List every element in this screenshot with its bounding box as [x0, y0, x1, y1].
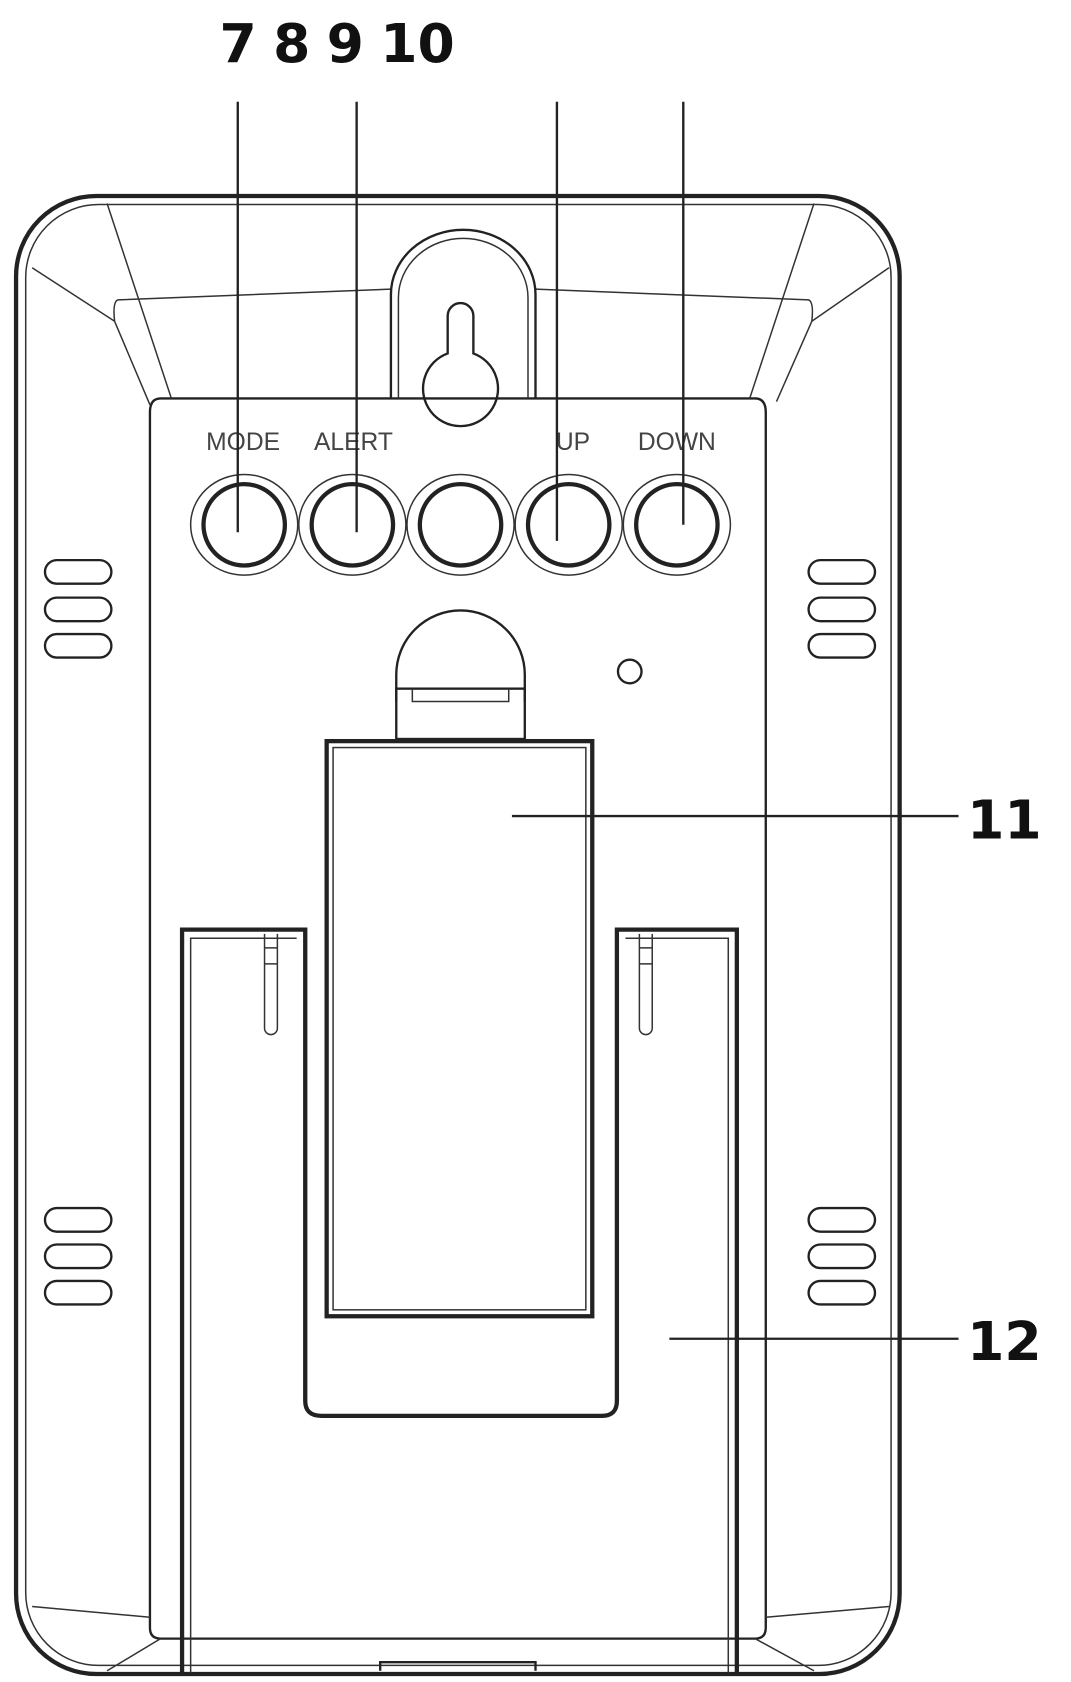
device-body	[13, 193, 902, 1677]
label-down: DOWN	[638, 429, 716, 456]
stand	[179, 927, 739, 1673]
label-mode: MODE	[206, 429, 280, 456]
mode-button[interactable]	[189, 473, 299, 576]
up-button[interactable]	[514, 473, 624, 576]
alert-button[interactable]	[298, 473, 407, 576]
label-up: UP	[556, 429, 590, 456]
side-vents	[43, 558, 877, 1306]
callout-8: 8	[273, 12, 310, 75]
middle-button[interactable]	[406, 473, 515, 576]
label-alert: ALERT	[314, 429, 393, 456]
callout-10: 10	[380, 12, 455, 75]
callout-7: 7	[220, 12, 257, 75]
battery-door	[324, 738, 595, 1319]
callout-11: 11	[967, 789, 1042, 852]
reset-hole	[616, 658, 643, 685]
keyhole-icon	[421, 301, 500, 428]
down-button[interactable]	[622, 473, 732, 576]
stand-clip	[395, 609, 526, 741]
callout-12: 12	[967, 1310, 1042, 1373]
leader-lines	[236, 101, 959, 1340]
callout-9: 9	[327, 12, 364, 75]
